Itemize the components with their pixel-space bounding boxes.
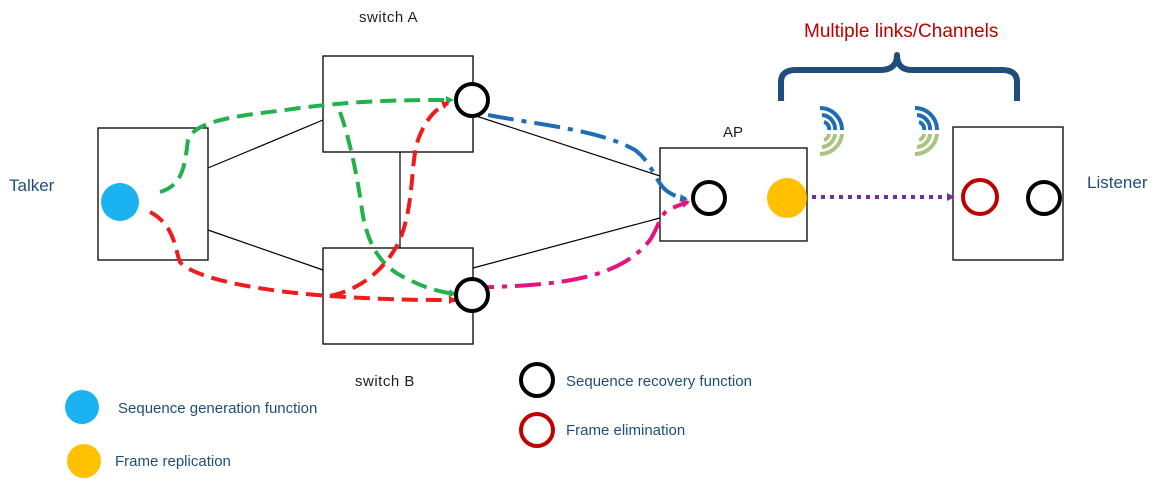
legend-recovery-label: Sequence recovery function [566,373,752,390]
talker-label: Talker [9,176,55,195]
sequence-generation-marker [101,183,139,221]
switch-a-label: switch A [359,9,419,26]
legend-elimination-marker [519,412,555,448]
switch-b-box [322,247,474,345]
elimination-marker-listener [961,178,999,216]
links-brace [778,52,1020,101]
legend-replication-marker [67,444,101,478]
legend-recovery-marker [519,362,555,398]
legend-seq-generation-label: Sequence generation function [118,400,318,417]
wifi-icon [819,106,844,157]
legend-seq-generation-marker [65,390,99,424]
recovery-marker-switch-a [454,82,490,118]
physical-links [207,114,661,271]
blue-path-to-ap [487,113,688,202]
wifi-icon [914,106,939,157]
listener-label: Listener [1087,173,1148,192]
green-path-to-switch-a [159,96,454,194]
red-path-to-switch-b [148,210,457,304]
legend-replication-label: Frame replication [115,453,231,470]
legend-elimination-label: Frame elimination [566,422,686,439]
recovery-marker-switch-b [454,277,490,313]
red-path-to-switch-a [329,101,450,298]
ap-label: AP [723,124,744,141]
multiple-links-header: Multiple links/Channels [804,21,999,42]
magenta-path-to-ap [467,200,690,290]
switch-b-label: switch B [355,373,415,390]
recovery-marker-ap [691,180,727,216]
recovery-marker-listener [1026,180,1062,216]
replication-marker-ap [767,178,807,218]
